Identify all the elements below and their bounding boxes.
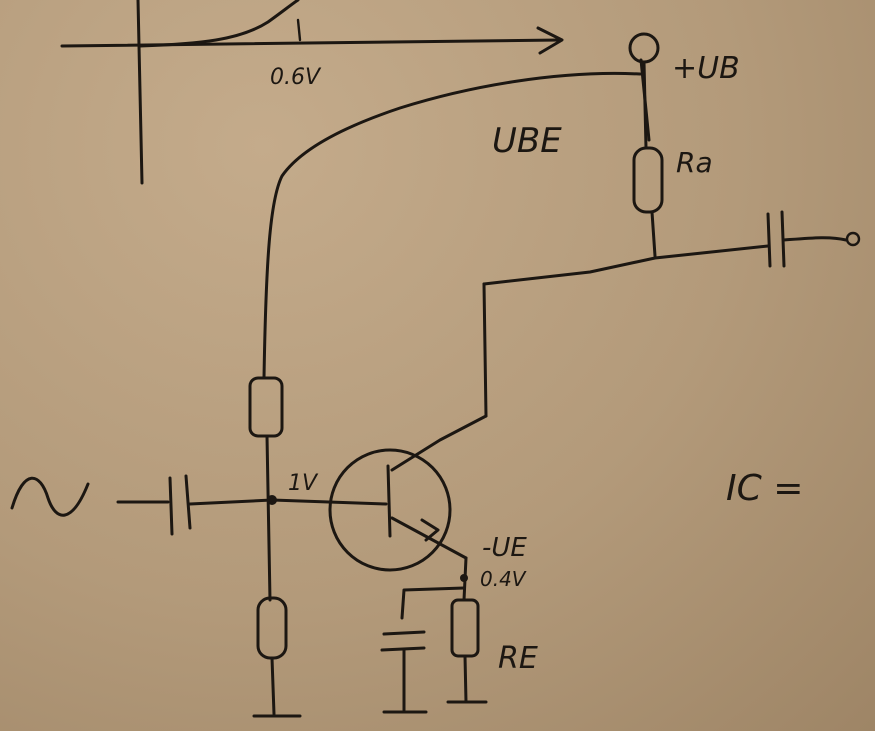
input-capacitor-plate-1 xyxy=(168,476,174,536)
capacitor-to-base-node xyxy=(188,498,274,506)
input-capacitor-plate-2 xyxy=(184,474,192,530)
collector-to-transistor xyxy=(390,414,488,472)
supply-branch: +UB Ra xyxy=(628,32,740,258)
input-branch xyxy=(10,474,274,536)
collector-resistor-lead xyxy=(650,210,657,258)
bypass-capacitor-top-wire xyxy=(400,586,466,620)
base-lower-lead xyxy=(270,656,276,716)
output-wire xyxy=(782,236,848,242)
output-capacitor-plate-1 xyxy=(766,212,772,268)
graph-x-axis-arrow xyxy=(536,26,564,55)
graph-y-axis xyxy=(136,0,144,185)
emitter-arrow xyxy=(420,518,440,542)
ac-source-symbol xyxy=(10,476,90,517)
base-lead xyxy=(270,498,388,506)
emitter-network: -UE 0.4V RE xyxy=(380,533,538,714)
emitter-resistor-lead xyxy=(463,654,468,704)
collector-resistor xyxy=(632,146,664,214)
emitter-resistor-label: RE xyxy=(498,641,538,676)
supply-terminal xyxy=(628,32,660,64)
base-voltage-label: 1V xyxy=(288,471,319,496)
base-node-wire-upper xyxy=(265,434,272,602)
threshold-tick xyxy=(296,18,302,42)
emitter-voltage-name: -UE xyxy=(482,533,527,563)
base-resistor-upper xyxy=(248,376,284,438)
supply-stem-2 xyxy=(639,58,651,142)
collector-drop-wire xyxy=(482,282,488,418)
supply-label: +UB xyxy=(672,51,740,86)
collector-output-wire xyxy=(482,244,770,286)
threshold-label: 0.6V xyxy=(270,65,322,90)
bypass-capacitor-plate-1 xyxy=(382,630,426,636)
diode-characteristic-graph: 0.6V xyxy=(60,0,564,185)
graph-x-axis xyxy=(60,38,562,48)
output-branch xyxy=(482,210,861,286)
emitter-voltage-value: 0.4V xyxy=(480,567,527,591)
transistor-envelope xyxy=(328,448,452,572)
output-terminal xyxy=(845,231,861,247)
base-bar xyxy=(386,464,392,538)
base-emitter-label: UBE xyxy=(492,121,562,161)
base-resistor-lower xyxy=(256,596,288,660)
base-bias-wire xyxy=(262,71,642,380)
npn-transistor xyxy=(270,448,468,572)
emitter-node-wire xyxy=(462,556,468,602)
collector-resistor-label: Ra xyxy=(676,146,713,179)
collector-current-label: IC = xyxy=(726,468,803,509)
exponential-curve xyxy=(138,0,300,48)
emitter-resistor xyxy=(450,598,480,658)
